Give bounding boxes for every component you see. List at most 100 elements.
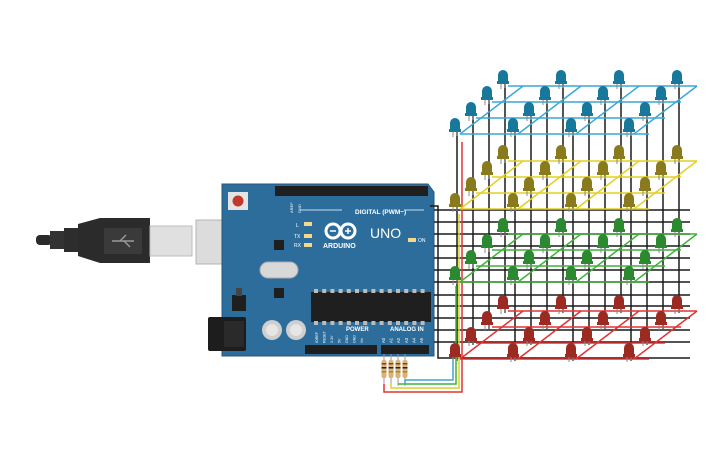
led[interactable] — [539, 161, 551, 180]
led[interactable] — [565, 118, 577, 137]
led[interactable] — [639, 102, 651, 121]
led[interactable] — [671, 218, 683, 237]
ic-pin — [420, 321, 425, 325]
led[interactable] — [497, 295, 509, 314]
led[interactable] — [597, 161, 609, 180]
led[interactable] — [539, 86, 551, 105]
led[interactable] — [497, 145, 509, 164]
resistor[interactable] — [395, 360, 401, 378]
led[interactable] — [623, 343, 635, 362]
frame-depth — [633, 310, 698, 360]
reset-button[interactable] — [232, 195, 244, 207]
frame-depth — [633, 85, 698, 135]
led[interactable] — [555, 218, 567, 237]
led[interactable] — [555, 145, 567, 164]
on-led — [408, 238, 416, 242]
atmega-chip — [311, 292, 431, 322]
layer-frame — [459, 310, 698, 360]
led[interactable] — [565, 266, 577, 285]
led[interactable] — [481, 86, 493, 105]
led-cube[interactable] — [449, 70, 698, 362]
resistor[interactable] — [381, 360, 387, 378]
power-pin-label: RESET — [323, 330, 327, 343]
led[interactable] — [523, 102, 535, 121]
led[interactable] — [539, 234, 551, 253]
led[interactable] — [597, 311, 609, 330]
led[interactable] — [613, 70, 625, 89]
power-pin-label: 3.3V — [330, 335, 334, 343]
usb-cable[interactable] — [36, 218, 239, 265]
frame-depth — [459, 85, 524, 135]
led[interactable] — [655, 86, 667, 105]
led[interactable] — [497, 218, 509, 237]
led[interactable] — [523, 327, 535, 346]
led[interactable] — [449, 266, 461, 285]
power-header[interactable] — [305, 345, 377, 354]
ic-pin — [396, 321, 400, 325]
led[interactable] — [555, 295, 567, 314]
led[interactable] — [655, 311, 667, 330]
resistor-array[interactable] — [381, 354, 408, 386]
ic-pin — [420, 289, 425, 293]
led[interactable] — [565, 193, 577, 212]
led[interactable] — [623, 193, 635, 212]
led[interactable] — [449, 118, 461, 137]
frame-depth — [459, 160, 524, 210]
led[interactable] — [639, 250, 651, 269]
led[interactable] — [671, 70, 683, 89]
ic-pin — [346, 321, 351, 325]
led[interactable] — [581, 327, 593, 346]
ic-pin — [371, 321, 376, 325]
led[interactable] — [597, 86, 609, 105]
led[interactable] — [581, 250, 593, 269]
led[interactable] — [507, 343, 519, 362]
led[interactable] — [581, 102, 593, 121]
analog-pin-label: A0 — [381, 337, 386, 343]
led[interactable] — [639, 327, 651, 346]
arduino-uno-board[interactable]: DIGITAL (PWM~) AREF GND L TX RX ARDUINO … — [208, 183, 435, 357]
led[interactable] — [539, 311, 551, 330]
ic-pin — [387, 289, 392, 293]
led[interactable] — [465, 250, 477, 269]
led[interactable] — [449, 343, 461, 362]
gnd-label: GND — [297, 204, 302, 213]
led[interactable] — [613, 145, 625, 164]
led[interactable] — [655, 161, 667, 180]
led[interactable] — [507, 193, 519, 212]
led[interactable] — [613, 295, 625, 314]
led[interactable] — [671, 295, 683, 314]
resistor[interactable] — [402, 360, 408, 378]
frame-depth — [575, 160, 640, 210]
ic-pin — [412, 289, 417, 293]
led[interactable] — [671, 145, 683, 164]
led[interactable] — [565, 343, 577, 362]
led[interactable] — [465, 177, 477, 196]
led[interactable] — [449, 193, 461, 212]
resistor[interactable] — [388, 360, 394, 378]
led[interactable] — [613, 218, 625, 237]
led[interactable] — [655, 234, 667, 253]
ic-pin — [371, 289, 376, 293]
led[interactable] — [597, 234, 609, 253]
aref-label: AREF — [289, 202, 294, 213]
led[interactable] — [507, 118, 519, 137]
led[interactable] — [581, 177, 593, 196]
led[interactable] — [555, 70, 567, 89]
led[interactable] — [481, 311, 493, 330]
usb-icon — [112, 234, 134, 248]
led[interactable] — [465, 102, 477, 121]
led[interactable] — [481, 161, 493, 180]
frame-depth — [517, 233, 582, 283]
led[interactable] — [623, 266, 635, 285]
led[interactable] — [523, 250, 535, 269]
led[interactable] — [465, 327, 477, 346]
led[interactable] — [481, 234, 493, 253]
led[interactable] — [523, 177, 535, 196]
analog-header[interactable] — [381, 345, 429, 354]
led[interactable] — [623, 118, 635, 137]
led[interactable] — [497, 70, 509, 89]
analog-pin-label: A4 — [411, 337, 416, 343]
led[interactable] — [639, 177, 651, 196]
layer-frame — [459, 233, 698, 283]
led[interactable] — [507, 266, 519, 285]
